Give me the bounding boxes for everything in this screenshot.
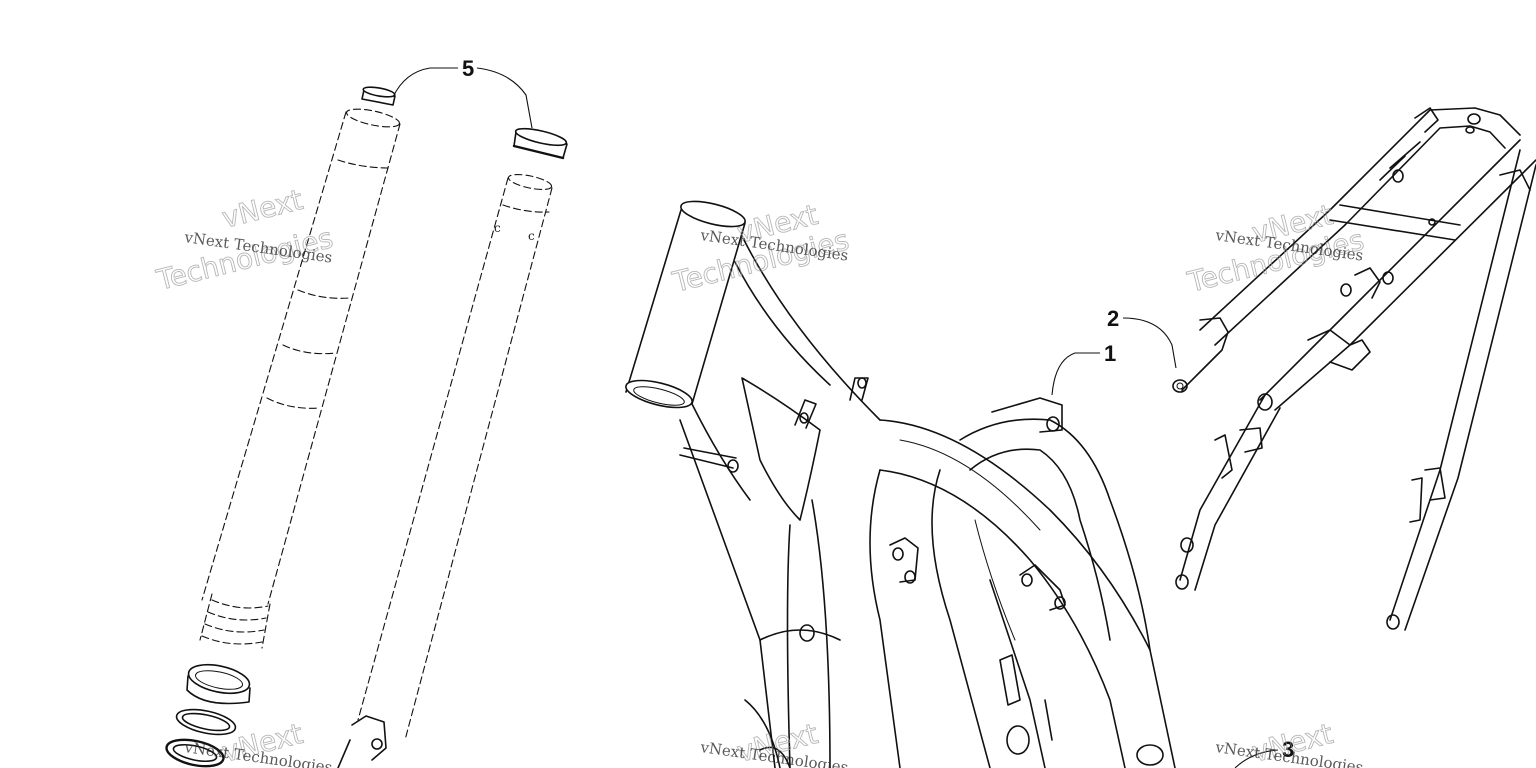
watermark-6: vNext vNext Technologies xyxy=(1213,717,1364,768)
fork-seal-2 xyxy=(175,708,237,736)
fork-seal-1 xyxy=(186,663,251,705)
fork-tube-left xyxy=(199,108,401,649)
watermark-3: vNext Technologies vNext Technologies xyxy=(1183,198,1367,300)
fork-bushing-large xyxy=(512,127,568,160)
fork-seal-3 xyxy=(165,738,225,768)
callout-1: 1 xyxy=(1104,341,1116,366)
rear-subframe xyxy=(1172,107,1536,631)
callout-leaders xyxy=(392,67,1279,768)
svg-text:vNext: vNext xyxy=(219,183,306,235)
fork-tube-right: c c xyxy=(337,174,553,768)
fork-bushing-small xyxy=(361,86,396,106)
callout-2: 2 xyxy=(1107,306,1119,331)
tube-mark: c xyxy=(528,229,535,243)
watermark-5: vNext vNext Technologies xyxy=(698,717,849,768)
callout-3: 3 xyxy=(1282,737,1294,762)
watermark-1: vNext Technologies vNext Technologies xyxy=(152,183,336,298)
main-frame xyxy=(625,200,1176,768)
watermark-4: vNext vNext Technologies xyxy=(182,717,333,768)
tube-mark: c xyxy=(494,221,501,235)
callout-5: 5 xyxy=(462,56,474,81)
